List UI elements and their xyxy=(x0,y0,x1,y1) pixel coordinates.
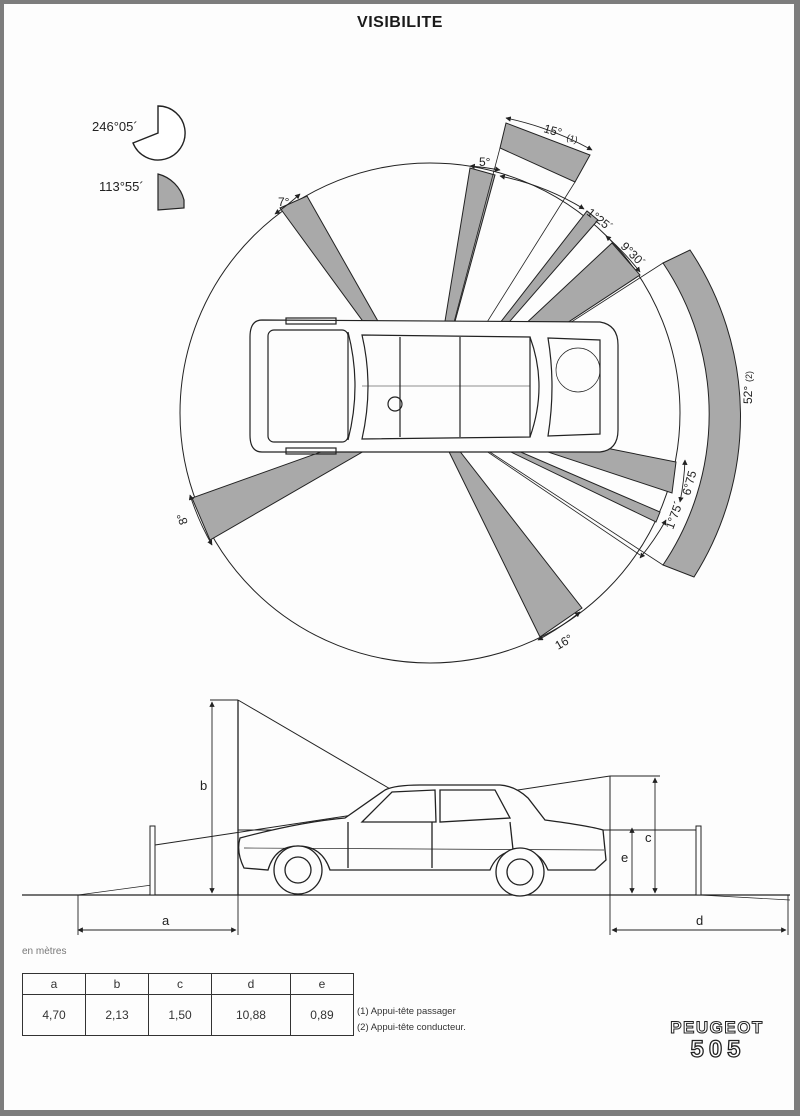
table-row: 4,70 2,13 1,50 10,88 0,89 xyxy=(22,994,355,1036)
table-header-b: b xyxy=(85,973,149,995)
label-7deg: 7° xyxy=(278,195,290,209)
car-top-view xyxy=(249,317,619,455)
footnote-2: (2) Appui-tête conducteur. xyxy=(357,1022,466,1033)
table-header-c: c xyxy=(148,973,212,995)
table-header-d: d xyxy=(211,973,291,995)
label-52deg: 52° xyxy=(741,386,755,404)
page-title: VISIBILITE xyxy=(357,14,443,31)
dimensions-table: a b c d e 4,70 2,13 1,50 10,88 0,89 xyxy=(22,973,355,1036)
table-cell-c: 1,50 xyxy=(148,994,212,1036)
wedge-52deg-outer xyxy=(662,249,741,578)
brand-logo: PEUGEOT xyxy=(670,1018,764,1038)
dim-label-a: a xyxy=(162,913,170,928)
dim-label-c: c xyxy=(645,830,652,845)
dimension-arrows xyxy=(77,701,789,935)
label-8deg: 8° xyxy=(174,511,191,527)
dim-label-b: b xyxy=(200,778,207,793)
footnote-1: (1) Appui-tête passager xyxy=(357,1006,456,1017)
table-header-row: a b c d e xyxy=(22,973,355,995)
label-52deg-note: (2) xyxy=(744,371,754,382)
unit-label: en mètres xyxy=(22,946,67,957)
label-15deg: 15° xyxy=(542,121,563,140)
car-side-view xyxy=(238,784,607,897)
table-cell-a: 4,70 xyxy=(22,994,86,1036)
table-header-e: e xyxy=(289,973,355,995)
label-16deg: 16° xyxy=(553,631,576,652)
visibility-circle xyxy=(179,162,681,664)
label-5deg: 5° xyxy=(479,155,491,169)
label-6-75deg: 6°75 xyxy=(679,469,699,497)
label-15deg-note: (1) xyxy=(565,132,578,145)
table-cell-d: 10,88 xyxy=(211,994,291,1036)
dim-label-d: d xyxy=(696,913,703,928)
dim-label-e: e xyxy=(621,850,628,865)
legend-small-label: 113°55´ xyxy=(99,179,144,194)
model-logo: 505 xyxy=(690,1035,746,1063)
label-1-75deg: 1°75´ xyxy=(663,499,686,531)
legend-blind-angle-large-icon xyxy=(132,105,186,161)
footnotes: (1) Appui-tête passager (2) Appui-tête c… xyxy=(357,1004,466,1036)
table-cell-b: 2,13 xyxy=(85,994,149,1036)
legend-blind-angle-small-icon xyxy=(157,173,185,211)
table-header-a: a xyxy=(22,973,86,995)
legend-large-label: 246°05´ xyxy=(92,119,138,134)
table-cell-e: 0,89 xyxy=(289,994,355,1036)
angle-arrows xyxy=(188,116,688,641)
